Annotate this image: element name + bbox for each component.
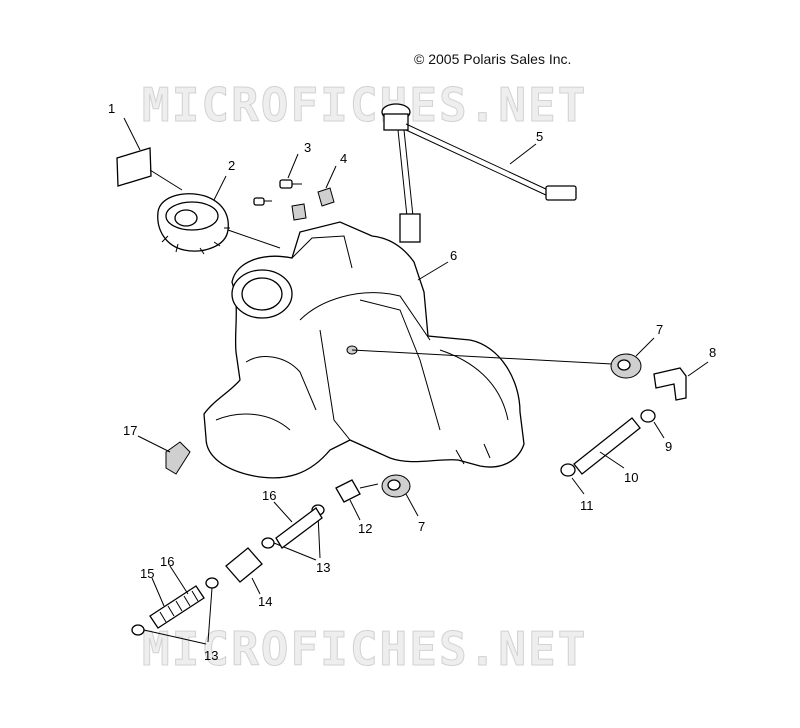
watermark-top: MICROFICHES.NET	[141, 78, 588, 133]
watermark-bottom: MICROFICHES.NET	[141, 622, 588, 677]
part-3-bolts	[253, 153, 302, 206]
part-4-clips	[291, 165, 337, 221]
part-2-fuel-cap	[157, 175, 281, 255]
callout-2: 2	[228, 158, 235, 173]
part-10-hose	[573, 417, 641, 475]
callout-6: 6	[450, 248, 457, 263]
callout-3: 3	[304, 140, 311, 155]
part-16-hose-upper	[273, 501, 323, 549]
part-13-clamps-lower	[131, 577, 219, 645]
callout-14: 14	[258, 594, 272, 609]
callout-5: 5	[536, 129, 543, 144]
callout-7-right: 7	[656, 322, 663, 337]
callout-1: 1	[108, 101, 115, 116]
part-1-decal	[116, 117, 183, 191]
callout-4: 4	[340, 151, 347, 166]
callout-16-upper: 16	[262, 488, 276, 503]
part-7-grommet-lower	[381, 474, 419, 517]
copyright-text: © 2005 Polaris Sales Inc.	[414, 51, 572, 67]
part-16-hose-lower	[169, 565, 189, 595]
callout-13-lower: 13	[204, 648, 218, 663]
part-7-grommet-right	[610, 337, 655, 379]
callout-12: 12	[358, 521, 372, 536]
part-8-elbow-fitting	[653, 361, 709, 401]
callout-13-upper: 13	[316, 560, 330, 575]
callout-15: 15	[140, 566, 154, 581]
part-15-spiral-guard	[149, 577, 205, 629]
part-14-fuel-filter	[225, 547, 263, 595]
part-6-fuel-tank	[203, 221, 613, 479]
part-11-clamp	[560, 463, 585, 495]
callout-10: 10	[624, 470, 638, 485]
callout-7-lower: 7	[418, 519, 425, 534]
callout-11: 11	[580, 498, 594, 513]
callout-17: 17	[123, 423, 137, 438]
part-12-fitting	[335, 479, 379, 521]
part-9-clamp	[640, 409, 665, 439]
callout-8: 8	[709, 345, 716, 360]
part-5-fuel-sender	[381, 103, 577, 243]
callout-9: 9	[665, 439, 672, 454]
callout-16-lower: 16	[160, 554, 174, 569]
part-17-bracket	[137, 435, 191, 475]
